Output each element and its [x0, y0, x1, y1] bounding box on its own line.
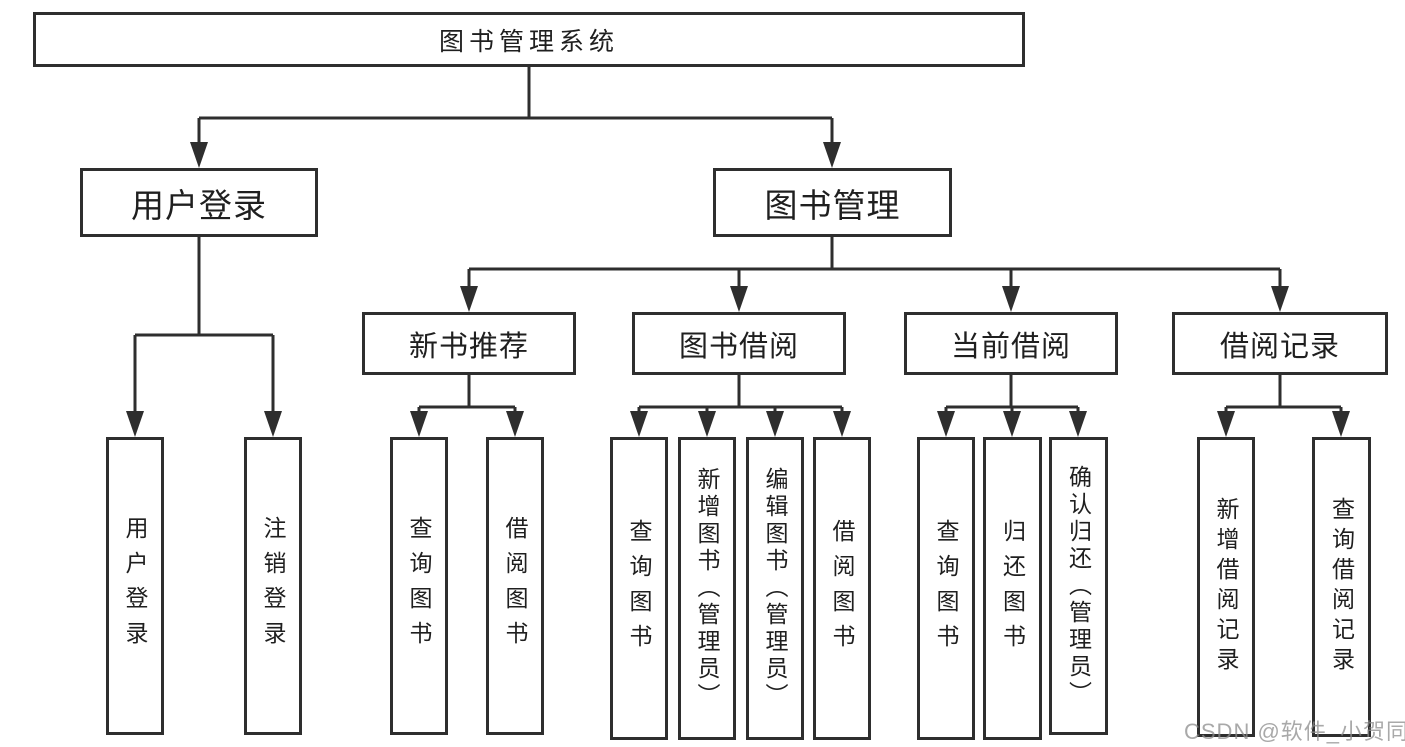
leaf-logout: 注销登录: [244, 437, 302, 735]
leaf-cb-return-book-label: 归还图书: [999, 518, 1026, 659]
leaf-cb-return-book: 归还图书: [983, 437, 1042, 740]
leaf-nbr-query-book-label: 查询图书: [406, 516, 432, 656]
leaf-bb-query-book: 查询图书: [610, 437, 668, 740]
node-root-label: 图书管理系统: [438, 27, 619, 56]
node-borrow-records-label: 借阅记录: [1219, 330, 1340, 363]
leaf-bb-add-book-admin: 新增图书（管理员）: [678, 437, 736, 740]
node-book-borrow-label: 图书借阅: [678, 330, 799, 363]
leaf-cb-confirm-return-admin: 确认归还（管理员）: [1049, 437, 1108, 735]
node-root: 图书管理系统: [33, 12, 1025, 67]
leaf-bb-add-book-admin-label: 新增图书（管理员）: [694, 467, 720, 710]
node-book-borrow: 图书借阅: [632, 312, 846, 375]
leaf-user-login: 用户登录: [106, 437, 164, 735]
node-book-management-label: 图书管理: [764, 186, 901, 224]
watermark-text: CSDN @软件_小贺同学: [1184, 719, 1405, 744]
leaf-nbr-borrow-book-label: 借阅图书: [502, 516, 528, 656]
leaf-logout-label: 注销登录: [260, 516, 286, 656]
leaf-cb-query-book: 查询图书: [917, 437, 975, 740]
leaf-bb-query-book-label: 查询图书: [626, 518, 652, 659]
node-user-login-label: 用户登录: [131, 186, 267, 224]
leaf-bb-edit-book-admin-label: 编辑图书（管理员）: [762, 467, 788, 710]
leaf-nbr-query-book: 查询图书: [390, 437, 448, 735]
leaf-br-query-record: 查询借阅记录: [1312, 437, 1371, 737]
arrowheads: [126, 142, 1350, 437]
leaf-cb-confirm-return-admin-label: 确认归还（管理员）: [1065, 464, 1092, 708]
leaf-bb-borrow-book: 借阅图书: [813, 437, 871, 740]
node-new-book-recommend: 新书推荐: [362, 312, 576, 375]
leaf-br-add-record: 新增借阅记录: [1197, 437, 1255, 737]
node-current-borrow-label: 当前借阅: [950, 330, 1071, 363]
node-current-borrow: 当前借阅: [904, 312, 1118, 375]
node-new-book-recommend-label: 新书推荐: [408, 330, 529, 363]
leaf-bb-edit-book-admin: 编辑图书（管理员）: [746, 437, 804, 740]
node-user-login: 用户登录: [80, 168, 318, 237]
leaf-user-login-label: 用户登录: [122, 516, 148, 656]
leaf-br-query-record-label: 查询借阅记录: [1328, 497, 1355, 677]
node-book-management: 图书管理: [713, 168, 952, 237]
leaf-bb-borrow-book-label: 借阅图书: [829, 518, 855, 659]
node-borrow-records: 借阅记录: [1172, 312, 1388, 375]
leaf-nbr-borrow-book: 借阅图书: [486, 437, 544, 735]
leaf-cb-query-book-label: 查询图书: [933, 518, 959, 659]
leaf-br-add-record-label: 新增借阅记录: [1213, 497, 1239, 677]
